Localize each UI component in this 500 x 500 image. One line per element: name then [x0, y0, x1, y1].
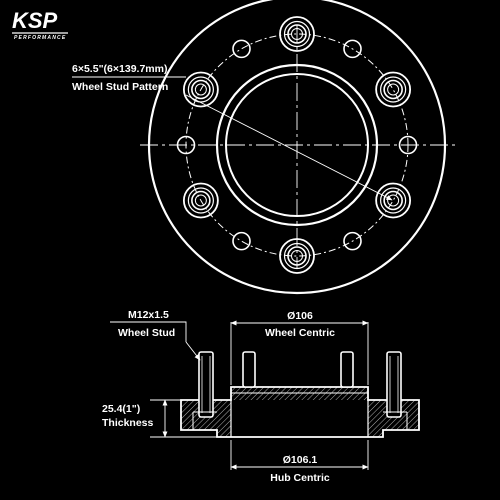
- hub-centric-dim: Ø106.1: [283, 454, 318, 466]
- stud-pattern-label: Wheel Stud Pattern: [72, 81, 168, 93]
- logo-brand: KSP: [12, 8, 58, 33]
- stud-1: [279, 16, 315, 52]
- lug-hole-1: [343, 39, 362, 59]
- wheel-centric-dim: Ø106: [287, 310, 313, 322]
- dimension-lines: [110, 320, 369, 470]
- side-stud-inner-left: [242, 351, 256, 388]
- ksp-logo: KSP PERFORMANCE: [12, 8, 68, 41]
- stud-6: [182, 71, 219, 108]
- spacer-body: [180, 386, 420, 438]
- wheel-centric-label: Wheel Centric: [265, 327, 335, 339]
- wheel-studs: [182, 16, 412, 274]
- stud-label: Wheel Stud: [118, 327, 175, 339]
- lug-hole-2: [398, 135, 418, 155]
- stud-2: [375, 71, 412, 108]
- hub-centric-label: Hub Centric: [270, 472, 330, 484]
- stud-4: [279, 238, 315, 274]
- side-view: [180, 351, 420, 438]
- front-view: [140, 0, 455, 295]
- logo-tagline: PERFORMANCE: [14, 35, 66, 41]
- stud-leader: [110, 321, 187, 342]
- lug-hole-4: [232, 231, 251, 251]
- side-stud-left: [198, 351, 214, 418]
- side-stud-inner-right: [340, 351, 354, 388]
- lug-hole-5: [176, 135, 196, 155]
- stud-spec: M12x1.5: [128, 309, 169, 321]
- lug-hole-3: [343, 231, 362, 251]
- pattern-leader: [185, 94, 393, 201]
- lug-hole-6: [232, 39, 251, 59]
- stud-3: [375, 182, 412, 219]
- thickness-label: Thickness: [102, 417, 154, 429]
- side-stud-right: [386, 351, 402, 418]
- stud-5: [182, 182, 219, 219]
- stud-pattern-spec: 6×5.5"(6×139.7mm): [72, 63, 167, 75]
- lug-holes: [176, 39, 418, 251]
- thickness-dim: 25.4(1"): [102, 403, 140, 415]
